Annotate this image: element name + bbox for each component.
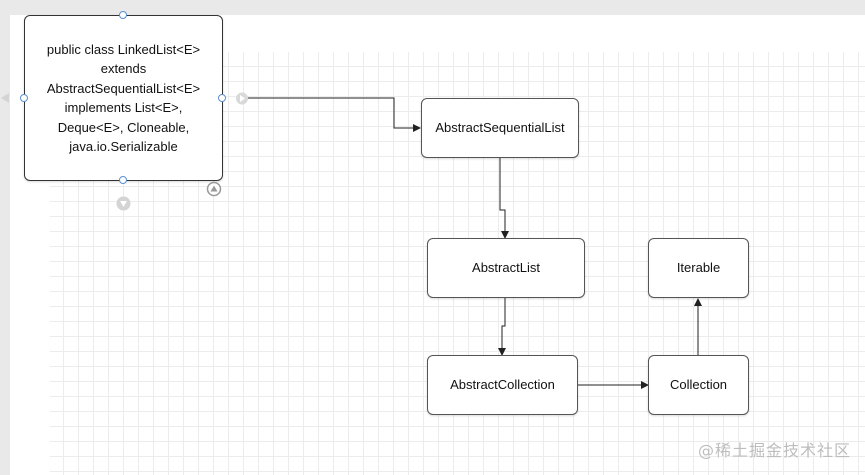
node-abstract-collection-label: AbstractCollection (450, 377, 555, 393)
connect-arrow-left-icon[interactable] (0, 92, 10, 104)
connector-linkedlist-to-abstractsequentiallist[interactable] (245, 97, 421, 132)
node-linkedlist-label: public class LinkedList<E> extends Abstr… (46, 41, 201, 155)
connector-abstractlist-to-abstractcollection[interactable] (498, 298, 506, 356)
node-abstract-sequential-list-label: AbstractSequentialList (435, 120, 565, 136)
watermark-text: @稀土掘金技术社区 (697, 441, 851, 460)
node-linkedlist[interactable]: public class LinkedList<E> extends Abstr… (24, 15, 223, 181)
node-abstract-sequential-list[interactable]: AbstractSequentialList (421, 98, 579, 158)
node-collection[interactable]: Collection (648, 355, 749, 415)
connect-arrow-down-icon[interactable] (116, 196, 131, 211)
connector-abstractsequentiallist-to-abstractlist[interactable] (499, 158, 509, 239)
resize-handle-left[interactable] (20, 94, 28, 102)
resize-handle-right[interactable] (218, 94, 226, 102)
node-collection-label: Collection (669, 377, 728, 393)
resize-handle-top[interactable] (119, 11, 127, 19)
node-iterable[interactable]: Iterable (648, 238, 749, 298)
node-abstract-list-label: AbstractList (472, 260, 540, 276)
node-iterable-label: Iterable (676, 260, 721, 276)
rotate-up-icon[interactable] (206, 181, 222, 197)
connect-arrow-right-icon[interactable] (235, 92, 251, 105)
node-abstract-list[interactable]: AbstractList (427, 238, 585, 298)
node-abstract-collection[interactable]: AbstractCollection (427, 355, 578, 415)
resize-handle-bottom[interactable] (119, 176, 127, 184)
